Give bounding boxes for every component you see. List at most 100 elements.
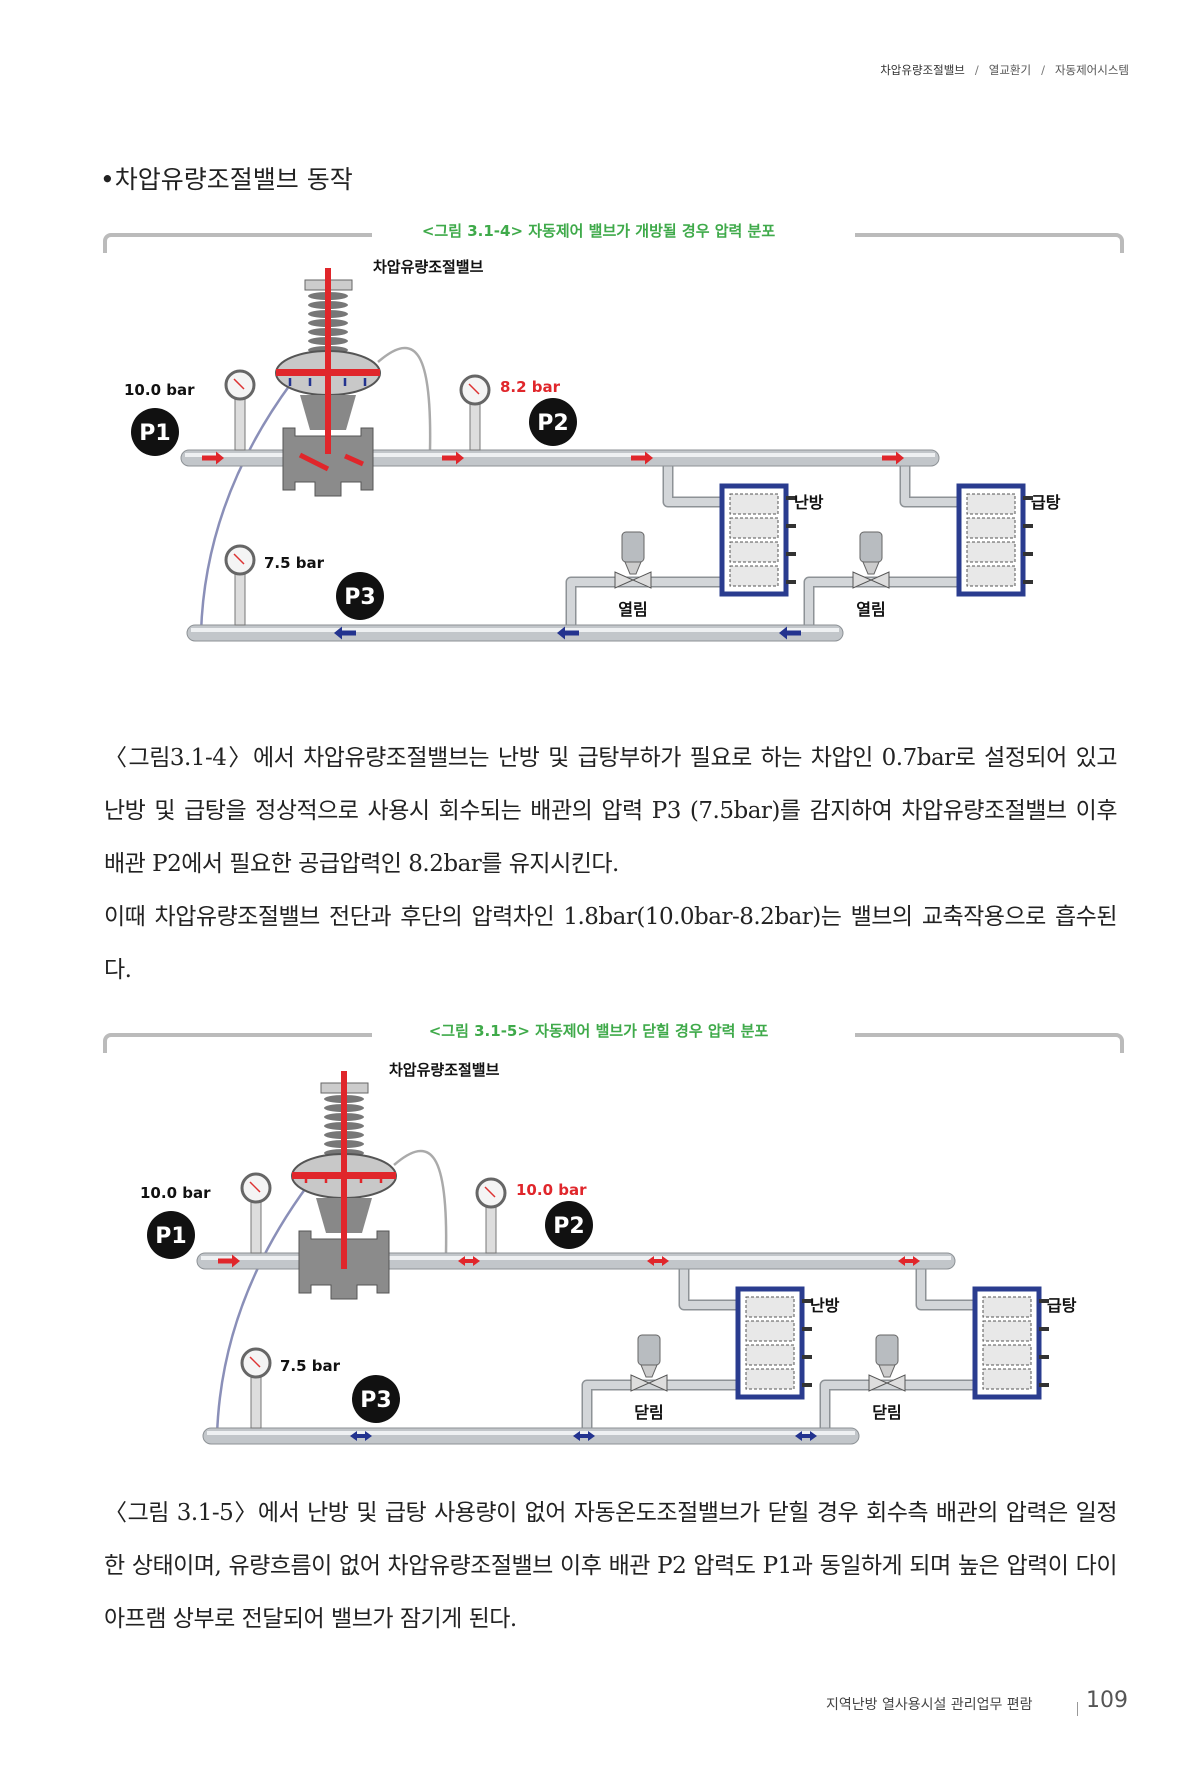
actuator-icon xyxy=(875,1334,899,1366)
control-valve-icon xyxy=(852,571,890,589)
p1-pressure-label: 10.0 bar xyxy=(124,381,195,399)
gauge-stem xyxy=(485,1206,497,1254)
frame-line xyxy=(103,1033,372,1053)
pipe xyxy=(901,455,959,506)
heat-exchanger-plates xyxy=(745,1296,795,1318)
gauge-stem xyxy=(250,1201,262,1254)
gauge-stem xyxy=(469,403,481,451)
gauge-needle xyxy=(249,1356,261,1368)
paragraph: 〈그림3.1-4〉에서 차압유량조절밸브는 난방 및 급탕부하가 필요로 하는 … xyxy=(104,732,1118,997)
breadcrumb-item: 차압유량조절밸브 xyxy=(880,63,965,77)
pressure-point-label: P3 xyxy=(360,1388,391,1413)
pressure-point-badge xyxy=(131,408,179,456)
heat-exchanger-plates xyxy=(982,1344,1032,1366)
actuator-icon xyxy=(859,531,883,563)
gauge-needle xyxy=(249,1181,261,1193)
heat-exchanger-plates xyxy=(745,1344,795,1366)
pressure-point-label: P1 xyxy=(139,421,170,446)
tie-rod xyxy=(802,1327,812,1331)
breadcrumb-item: 자동제어시스템 xyxy=(1054,63,1129,77)
heat-exchanger-label: 급탕 xyxy=(1031,493,1061,512)
double-arrow-icon xyxy=(350,1431,372,1441)
valve-state-label: 열림 xyxy=(856,600,885,619)
figure-caption: <그림 3.1-5> 자동제어 밸브가 닫힐 경우 압력 분포 xyxy=(428,1022,769,1040)
gauge-needle xyxy=(468,383,480,395)
tie-rod xyxy=(1023,496,1033,500)
arrow-right-icon xyxy=(442,451,464,465)
gauge-needle xyxy=(484,1186,496,1198)
heat-exchanger-plates xyxy=(982,1320,1032,1342)
diaphragm-force-arrows xyxy=(304,1177,383,1183)
pipe xyxy=(567,578,722,633)
actuator-yoke xyxy=(862,561,880,575)
breadcrumb: 차압유량조절밸브/열교환기/자동제어시스템 xyxy=(880,63,1129,77)
double-arrow-icon xyxy=(647,1256,669,1266)
double-arrow-icon xyxy=(795,1431,817,1441)
tie-rod xyxy=(802,1299,812,1303)
heat-exchanger-plates xyxy=(966,517,1016,539)
tie-rod xyxy=(1023,580,1033,584)
pipe-highlight xyxy=(207,1431,855,1435)
pipe xyxy=(917,1258,975,1309)
pressure-point-label: P2 xyxy=(537,411,568,436)
valve-label: 차압유량조절밸브 xyxy=(373,258,484,276)
tie-rod xyxy=(1023,552,1033,556)
tie-rod xyxy=(1039,1383,1049,1387)
heat-exchanger-label: 난방 xyxy=(810,1296,840,1315)
actuator-yoke xyxy=(624,561,642,575)
gauge-stem xyxy=(250,1376,262,1429)
pressure-point-label: P3 xyxy=(344,585,375,610)
p2-pressure-label: 8.2 bar xyxy=(500,378,561,396)
tie-rod xyxy=(786,552,796,556)
control-valve-icon xyxy=(614,571,652,589)
gauge-needle xyxy=(233,378,245,390)
valve-body xyxy=(282,427,374,497)
actuator-yoke xyxy=(640,1364,658,1378)
p3-pressure-label: 7.5 bar xyxy=(280,1357,341,1375)
actuator-yoke xyxy=(878,1364,896,1378)
tie-rod xyxy=(1023,524,1033,528)
flow-through-valve xyxy=(298,452,365,472)
actuator-icon xyxy=(637,1334,661,1366)
arrow-right-icon xyxy=(218,1254,240,1268)
valve-state-label: 열림 xyxy=(618,600,647,619)
gauge-needle xyxy=(233,553,245,565)
pressure-point-label: P2 xyxy=(553,1214,584,1239)
section-title: •차압유량조절밸브 동작 xyxy=(100,165,353,194)
breadcrumb-item: 열교환기 xyxy=(988,63,1032,77)
arrow-right-icon xyxy=(202,451,224,465)
actuator-icon xyxy=(621,531,645,563)
heat-exchanger-plates xyxy=(729,541,779,563)
valve-label: 차압유량조절밸브 xyxy=(389,1061,500,1079)
heat-exchanger-plates xyxy=(966,565,1016,587)
control-valve-icon xyxy=(630,1374,668,1392)
sensing-line xyxy=(215,1184,310,1437)
valve-state-label: 닫림 xyxy=(634,1403,663,1422)
sensing-line xyxy=(393,1149,448,1254)
diaphragm-force-arrows xyxy=(288,378,367,386)
pipe xyxy=(805,578,959,633)
heat-exchanger-plates xyxy=(966,541,1016,563)
paragraph-text: 〈그림3.1-4〉에서 차압유량조절밸브는 난방 및 급탕부하가 필요로 하는 … xyxy=(104,745,1118,877)
heat-exchanger-plates xyxy=(729,517,779,539)
arrow-right-icon xyxy=(631,451,653,465)
valve-state-label: 닫림 xyxy=(872,1403,901,1422)
tie-rod xyxy=(786,580,796,584)
frame-line xyxy=(855,233,1124,253)
paragraph-text: 이때 차압유량조절밸브 전단과 후단의 압력차인 1.8bar(10.0bar-… xyxy=(104,904,1118,983)
pipe-highlight xyxy=(185,453,935,457)
figure-caption: <그림 3.1-4> 자동제어 밸브가 개방될 경우 압력 분포 xyxy=(421,222,776,240)
paragraph: 〈그림 3.1-5〉에서 난방 및 급탕 사용량이 없어 자동온도조절밸브가 닫… xyxy=(104,1500,1118,1632)
double-arrow-icon xyxy=(458,1256,480,1266)
pipe-highlight xyxy=(201,1256,951,1260)
footer-divider xyxy=(1077,1702,1078,1716)
pressure-point-badge xyxy=(352,1375,400,1423)
arrow-left-icon xyxy=(334,626,356,640)
pressure-point-label: P1 xyxy=(155,1224,186,1249)
frame-line xyxy=(855,1033,1124,1053)
arrow-right-icon xyxy=(882,451,904,465)
